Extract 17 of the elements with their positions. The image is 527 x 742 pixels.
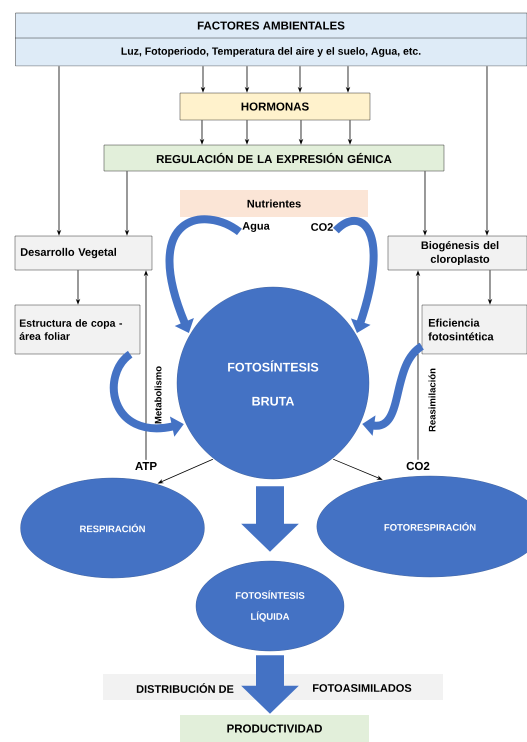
edge-label: Reasimilación [428, 368, 436, 432]
process-box: Eficiencia fotosintética [422, 304, 527, 354]
hormone-box: HORMONAS [180, 92, 370, 120]
label-text: Agua [242, 222, 270, 232]
label-text: CO2 [311, 223, 333, 231]
regulation-box: REGULACIÓN DE LA EXPRESIÓN GÉNICA [104, 144, 444, 172]
band-label: DISTRIBUCIÓN DE [136, 683, 234, 693]
label-text: ATP [135, 462, 157, 470]
label-text: CO2 [406, 462, 430, 470]
edge-label: Metabolismo [154, 366, 162, 424]
process-box: Desarrollo Vegetal [14, 236, 152, 270]
process-box: Estructura de copa - área foliar [14, 304, 140, 354]
band-label: FOTOASIMILADOS [313, 684, 412, 692]
nutrient-band: Nutrientes [180, 190, 368, 217]
process-box: Biogénesis del cloroplasto [388, 236, 527, 270]
result-band: PRODUCTIVIDAD [180, 715, 369, 742]
header-box: FACTORES AMBIENTALES Luz, Fotoperiodo, Temperatura del aire y el suelo, Agua, etc. [14, 12, 527, 66]
